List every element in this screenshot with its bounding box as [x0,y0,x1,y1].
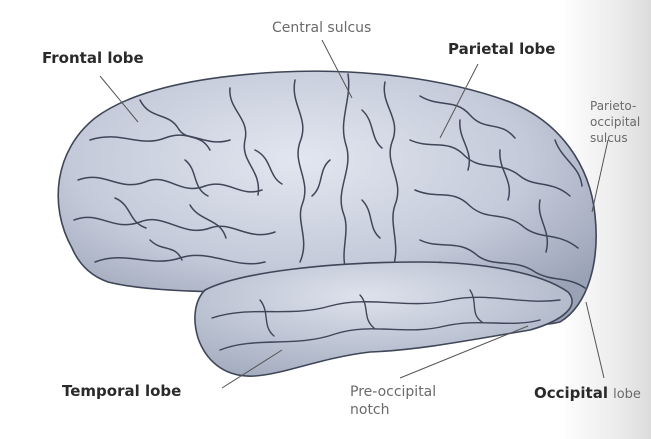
label-pre-occipital-notch: Pre-occipital notch [350,384,436,419]
label-pre-occipital-notch-line-2: notch [350,402,436,420]
label-central-sulcus: Central sulcus [272,20,371,36]
label-parieto-occipital-sulcus-line-3: sulcus [590,130,640,146]
leader-occipital-lobe [586,302,604,378]
label-occipital-lobe-light: lobe [613,387,641,402]
label-temporal-lobe: Temporal lobe [62,383,181,400]
label-parieto-occipital-sulcus-line-2: occipital [590,114,640,130]
label-parietal-lobe: Parietal lobe [448,41,555,58]
temporal-lobe-shape [195,262,572,376]
label-occipital-lobe-bold: Occipital [534,384,608,402]
label-occipital-lobe: Occipital lobe [534,384,641,403]
label-pre-occipital-notch-line-1: Pre-occipital [350,384,436,402]
label-parieto-occipital-sulcus-line-1: Parieto- [590,98,640,114]
leader-parieto-occipital-sulcus [592,140,608,212]
label-parieto-occipital-sulcus: Parieto- occipital sulcus [590,98,640,147]
label-frontal-lobe: Frontal lobe [42,50,144,67]
